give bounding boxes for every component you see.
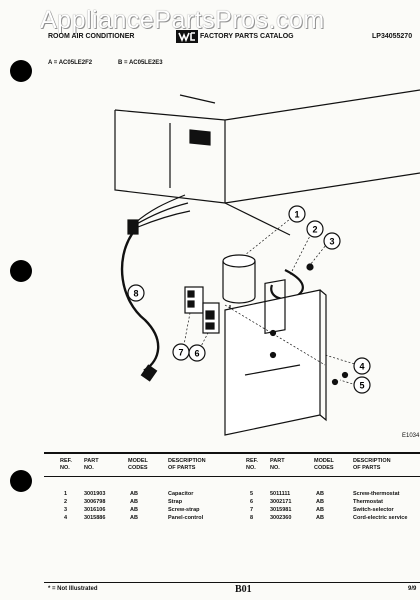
binder-hole [10,60,32,82]
cabinet-housing [114,89,420,236]
control-panel [224,279,327,436]
svg-text:3: 3 [329,237,334,247]
callout-6: 6 [188,344,206,362]
brand-logo [176,30,198,43]
svg-text:6: 6 [194,349,199,359]
exploded-parts-diagram: 1 2 3 4 5 6 7 8 [114,89,420,436]
binder-hole [10,470,32,492]
callout-1: 1 [288,205,306,223]
callout-4: 4 [353,357,371,375]
thermostat-screw [331,378,339,386]
table-top-rule [44,452,420,454]
selector-switch [184,286,204,314]
model-b: B = AC05LE2E3 [118,60,163,66]
page-revision: 9/9 [408,586,417,592]
callout-7: 7 [172,343,190,361]
callout-3: 3 [323,232,341,250]
table-header-rule [44,476,420,477]
svg-text:8: 8 [133,289,138,299]
page-number: B01 [235,584,252,595]
thermostat [202,302,220,334]
footer-rule [44,582,420,583]
binder-hole [10,260,32,282]
svg-text:7: 7 [178,348,183,358]
svg-text:2: 2 [312,225,317,235]
wire-harness [127,194,191,235]
watermark: AppliancePartsPros.com [40,6,325,34]
header-ref: REF.NO. [60,458,72,471]
callout-2: 2 [306,220,324,238]
header-title: ROOM AIR CONDITIONER [48,33,135,40]
capacitor [222,254,256,315]
diagram-code: E1034 [402,433,420,439]
header-ref-2: REF.NO. [246,458,258,471]
power-cord [120,233,160,376]
callout-8: 8 [127,284,145,302]
thermostat-screw [341,371,349,379]
svg-text:4: 4 [359,362,364,372]
model-a: A = AC05LE2F2 [48,60,93,66]
strap-screw [306,263,314,271]
plug [140,364,158,382]
svg-text:5: 5 [359,381,364,391]
callout-5: 5 [353,376,371,394]
footnote: * = Not Illustrated [48,586,98,592]
svg-text:1: 1 [294,210,299,220]
catalog-title: FACTORY PARTS CATALOG [200,33,294,40]
catalog-code: LP34055270 [372,33,413,40]
